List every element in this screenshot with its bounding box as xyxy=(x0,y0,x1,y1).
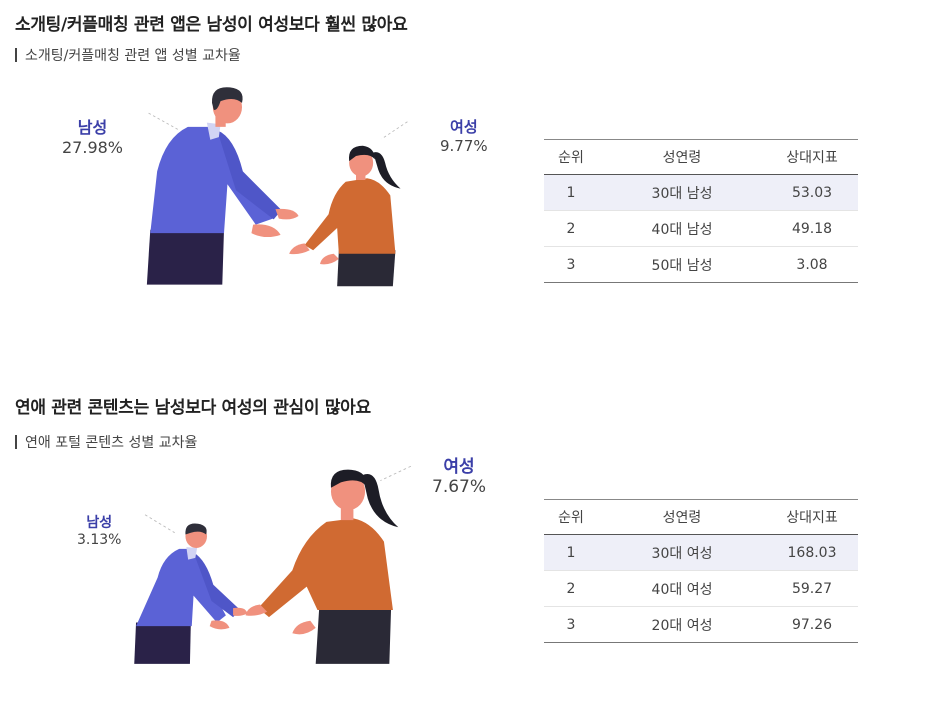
cell-demographic: 20대 여성 xyxy=(598,606,766,643)
female-hand-1 xyxy=(289,243,310,255)
header-rank: 순위 xyxy=(544,139,598,175)
female-percent: 9.77% xyxy=(440,137,488,155)
cell-rank: 2 xyxy=(544,210,598,247)
female-figure xyxy=(245,469,399,664)
subtitle-bar xyxy=(15,435,17,449)
female-hair xyxy=(330,469,367,488)
table-row: 1 30대 남성 53.03 xyxy=(544,174,858,211)
subtitle-text: 연애 포털 콘텐츠 성별 교차율 xyxy=(25,435,198,451)
section-title: 소개팅/커플매칭 관련 앱은 남성이 여성보다 훨씬 많아요 xyxy=(15,15,408,35)
cell-demographic: 40대 남성 xyxy=(598,210,766,247)
cell-demographic: 40대 여성 xyxy=(598,570,766,607)
female-figure xyxy=(289,145,401,287)
male-label: 남성 xyxy=(86,515,113,531)
female-pants xyxy=(337,250,396,287)
cell-rank: 1 xyxy=(544,534,598,571)
section-dating-apps: 소개팅/커플매칭 관련 앱은 남성이 여성보다 훨씬 많아요 소개팅/커플매칭 … xyxy=(0,0,940,350)
table-row: 3 20대 여성 97.26 xyxy=(544,606,858,643)
female-stat: 여성 7.67% xyxy=(432,452,486,497)
male-stat: 남성 3.13% xyxy=(77,512,121,548)
subtitle-bar xyxy=(15,48,17,62)
header-index: 상대지표 xyxy=(766,139,858,175)
male-percent: 27.98% xyxy=(62,138,124,157)
cell-index: 49.18 xyxy=(766,210,858,247)
rank-table: 순위 성연령 상대지표 1 30대 여성 168.03 2 40대 여성 59.… xyxy=(544,499,858,643)
female-ponytail xyxy=(362,474,399,528)
male-percent: 3.13% xyxy=(77,532,122,548)
female-pants xyxy=(315,606,392,664)
male-leader-line xyxy=(148,112,180,131)
cell-demographic: 30대 여성 xyxy=(598,534,766,571)
male-hair xyxy=(185,523,207,535)
cell-demographic: 30대 남성 xyxy=(598,174,766,211)
male-pants xyxy=(146,229,224,285)
female-leader-line xyxy=(380,465,412,482)
table-header-row: 순위 성연령 상대지표 xyxy=(544,139,858,175)
female-hair xyxy=(348,145,375,162)
female-percent: 7.67% xyxy=(432,477,487,497)
header-demographic: 성연령 xyxy=(598,499,766,535)
cell-rank: 2 xyxy=(544,570,598,607)
section-subtitle: 소개팅/커플매칭 관련 앱 성별 교차율 xyxy=(15,45,241,65)
female-hand-1 xyxy=(245,604,268,616)
male-figure xyxy=(134,523,248,664)
cell-rank: 3 xyxy=(544,246,598,283)
table-row: 3 50대 남성 3.08 xyxy=(544,246,858,283)
cell-index: 168.03 xyxy=(766,534,858,571)
female-label: 여성 xyxy=(450,118,478,136)
female-stat: 여성 9.77% xyxy=(440,116,488,155)
header-rank: 순위 xyxy=(544,499,598,535)
female-top xyxy=(304,178,396,254)
male-shirt xyxy=(150,126,273,234)
male-hand-2 xyxy=(251,224,281,238)
table-row: 2 40대 여성 59.27 xyxy=(544,570,858,607)
female-hand-2 xyxy=(320,253,339,265)
female-top xyxy=(258,518,393,618)
rank-table: 순위 성연령 상대지표 1 30대 남성 53.03 2 40대 남성 49.1… xyxy=(544,139,858,283)
female-hand-2 xyxy=(292,620,316,635)
section-subtitle: 연애 포털 콘텐츠 성별 교차율 xyxy=(15,432,197,452)
cell-demographic: 50대 남성 xyxy=(598,246,766,283)
male-figure xyxy=(146,87,299,285)
male-hair xyxy=(211,87,243,110)
header-demographic: 성연령 xyxy=(598,139,766,175)
female-label: 여성 xyxy=(443,457,475,477)
table-header-row: 순위 성연령 상대지표 xyxy=(544,499,858,535)
male-arm xyxy=(217,130,282,220)
male-label: 남성 xyxy=(77,118,108,137)
subtitle-text: 소개팅/커플매칭 관련 앱 성별 교차율 xyxy=(25,48,241,64)
table-row: 2 40대 남성 49.18 xyxy=(544,210,858,247)
cell-rank: 3 xyxy=(544,606,598,643)
female-ponytail xyxy=(373,152,401,189)
header-index: 상대지표 xyxy=(766,499,858,535)
cell-index: 3.08 xyxy=(766,246,858,283)
male-leader-line xyxy=(144,514,175,534)
male-shirt xyxy=(136,548,226,627)
cell-index: 53.03 xyxy=(766,174,858,211)
couple-illustration xyxy=(146,87,408,287)
section-title: 연애 관련 콘텐츠는 남성보다 여성의 관심이 많아요 xyxy=(15,398,371,418)
couple-illustration xyxy=(134,465,412,664)
cell-rank: 1 xyxy=(544,174,598,211)
male-hand-1 xyxy=(275,208,299,220)
cell-index: 97.26 xyxy=(766,606,858,643)
cell-index: 59.27 xyxy=(766,570,858,607)
male-collar xyxy=(186,547,198,560)
female-leader-line xyxy=(381,121,408,140)
section-dating-content: 연애 관련 콘텐츠는 남성보다 여성의 관심이 많아요 연애 포털 콘텐츠 성별… xyxy=(0,380,940,714)
male-hand-1 xyxy=(233,607,248,616)
male-arm xyxy=(193,552,241,618)
table-row: 1 30대 여성 168.03 xyxy=(544,534,858,571)
male-stat: 남성 27.98% xyxy=(62,114,123,157)
male-pants xyxy=(134,622,191,664)
male-hand-2 xyxy=(209,620,230,630)
